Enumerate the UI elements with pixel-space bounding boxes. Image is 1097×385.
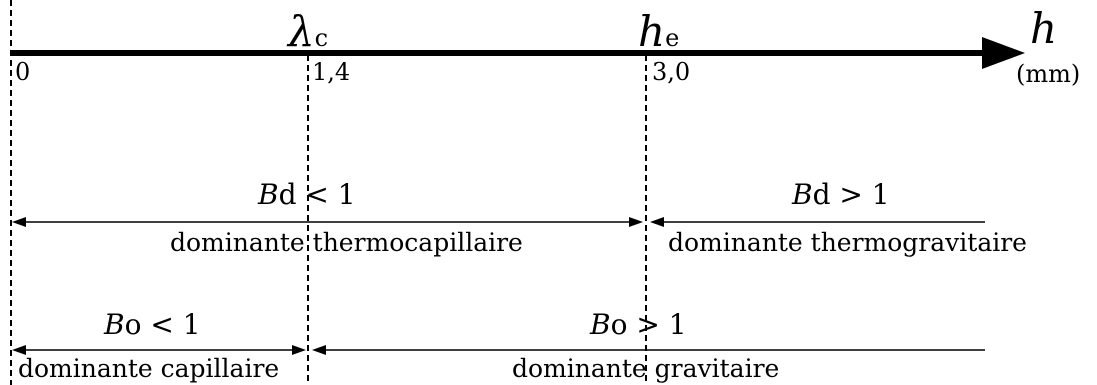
h-axis-unit: (mm) bbox=[1016, 60, 1080, 88]
bd-less-than-one-condition: Bd < 1 bbox=[257, 178, 356, 211]
thermocapillary-arrow-right-head bbox=[629, 217, 643, 227]
thermocapillary-regime-label: dominante thermocapillaire bbox=[170, 228, 523, 257]
tick-label-1-4: 1,4 bbox=[312, 58, 350, 86]
h-e-symbol: he bbox=[638, 7, 679, 56]
capillary-arrow-right-head bbox=[292, 345, 306, 355]
lambda-c-symbol: λc bbox=[286, 7, 328, 56]
thermocapillary-arrow-left-head bbox=[12, 217, 26, 227]
bo-less-than-one-condition: Bo < 1 bbox=[103, 308, 201, 341]
capillary-regime-label: dominante capillaire bbox=[18, 354, 279, 383]
capillary-arrow-left-head bbox=[12, 345, 26, 355]
gravitary-arrow-left-head bbox=[312, 345, 326, 355]
h-axis-variable: h bbox=[1030, 4, 1057, 53]
bd-greater-than-one-condition: Bd > 1 bbox=[791, 178, 890, 211]
tick-label-0: 0 bbox=[15, 58, 30, 86]
thermogravitary-regime-label: dominante thermogravitaire bbox=[668, 228, 1027, 257]
thermogravitary-arrow-left-head bbox=[650, 217, 664, 227]
gravitary-regime-label: dominante gravitaire bbox=[512, 354, 779, 383]
bo-greater-than-one-condition: Bo > 1 bbox=[589, 308, 687, 341]
h-axis-arrowhead bbox=[982, 37, 1025, 69]
tick-label-3-0: 3,0 bbox=[652, 58, 690, 86]
